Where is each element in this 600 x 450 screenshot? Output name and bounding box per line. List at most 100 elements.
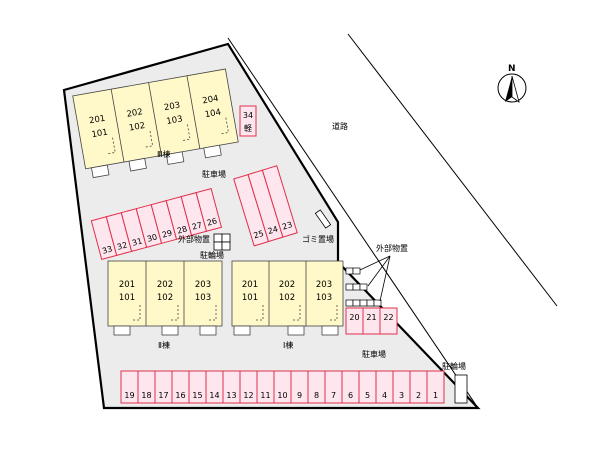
storage-box [213,241,223,251]
parking-space-34 [239,105,257,137]
parking-space-number: 24 [267,224,279,236]
unit-label: 202 [126,107,144,120]
stairs-icon [183,124,191,141]
parking-space-34-number: 34 [243,111,253,120]
unit-label: 103 [166,114,184,127]
unit-label: 101 [91,127,109,140]
stairs-icon [145,130,154,148]
parking-space-number: 25 [252,229,264,241]
parking-space-number: 12 [243,391,253,400]
unit-label: 201 [242,280,258,290]
unit-label: 101 [119,293,135,303]
unit-label: 102 [279,293,295,303]
building-3 [72,68,239,170]
storage-label-right: 外部物置 [376,243,408,253]
parking-space-number: 21 [366,313,376,322]
parking-space-number: 31 [131,236,143,247]
unit-label: 203 [163,101,181,114]
stairs-icon [108,137,116,155]
parking-space-number: 15 [192,391,202,400]
unit-label: 102 [128,121,146,134]
building-2-label: Ⅱ棟 [158,340,170,350]
stairs-icon [293,305,301,321]
unit-label: 101 [242,293,258,303]
parking-space [379,307,398,335]
garbage-station [314,209,332,229]
unit-divider [110,89,125,163]
entrance-step [165,151,185,165]
entrance-step [161,325,179,336]
parking-space-number: 5 [365,391,370,400]
bike-parking-label-right: 駐輪場 [442,361,466,371]
parking-space [426,370,445,404]
entrance-step [321,325,339,336]
unit-label: 204 [202,94,220,107]
storage-pointer [359,255,391,271]
road-edge-left [227,37,479,409]
unit-label: 203 [195,280,211,290]
bike-parking-label-left: 駐輪場 [200,250,224,260]
parking-space-number: 32 [116,240,128,251]
storage-box [221,233,231,243]
parking-space-number: 23 [281,220,293,232]
stairs-icon [133,305,141,321]
building-3-label: Ⅲ棟 [157,149,171,159]
compass-north-arrow-icon: N [497,64,527,103]
stairs-icon [209,305,217,321]
unit-label: 103 [316,293,332,303]
parking-space-number: 1 [433,391,438,400]
parking-space-number: 16 [175,391,185,400]
road-label: 道路 [332,121,348,131]
unit-label: 201 [88,114,106,127]
stairs-icon [256,305,264,321]
parking-space-number: 11 [260,391,270,400]
storage-pointer [379,255,391,302]
entrance-step [128,157,147,172]
unit-divider [186,75,201,149]
parking-space-number: 9 [297,391,302,400]
unit-label: 201 [119,280,135,290]
stairs-icon [221,117,229,135]
parking-space-number: 19 [124,391,134,400]
parking-space-number: 22 [383,313,393,322]
unit-label: 104 [204,108,222,121]
parking-space-number: 2 [416,391,421,400]
parking-space-number: 26 [206,216,218,227]
parking-space-number: 29 [161,228,173,239]
parking-label-lower: 駐車場 [362,349,386,359]
parking-label-upper: 駐車場 [202,169,226,179]
parking-space-number: 7 [331,391,336,400]
parking-space-number: 10 [277,391,287,400]
entrance-step [233,325,251,336]
parking-space-number: 8 [314,391,319,400]
entrance-step [91,164,110,179]
building-1 [231,260,344,336]
unit-label: 202 [279,280,295,290]
parking-space-34-note: 軽 [244,124,252,133]
storage-box [221,241,231,251]
unit-label: 203 [316,280,332,290]
storage-group-right [345,267,382,307]
parking-space-number: 28 [176,224,188,235]
parking-space [261,165,298,238]
building-2 [107,260,223,336]
storage-box [213,233,223,243]
entrance-step [287,325,305,336]
entrance-step [199,325,217,336]
building-1-label: Ⅰ棟 [283,340,293,350]
parking-space-number: 30 [146,232,158,243]
parking-space-number: 13 [226,391,236,400]
entrance-step [203,144,222,159]
parking-space-number: 3 [399,391,404,400]
compass-label: N [508,64,516,74]
parking-space-number: 4 [382,391,387,400]
unit-divider [148,82,162,156]
unit-label: 103 [195,293,211,303]
parking-space-number: 27 [191,220,203,231]
stairs-icon [171,305,179,321]
